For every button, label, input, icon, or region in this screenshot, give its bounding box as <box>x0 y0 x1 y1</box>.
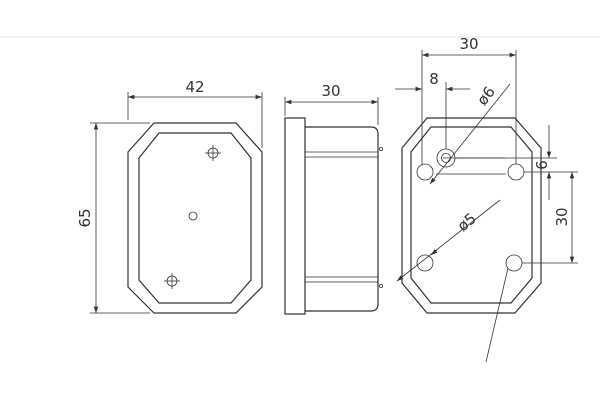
rear-inner-outline <box>410 126 533 304</box>
front-view: 42 65 <box>76 78 263 314</box>
rear-vertical-offset-label: 6 <box>533 160 551 170</box>
rear-small-hole-label: ø5 <box>454 209 480 235</box>
side-pin-top-icon <box>378 146 383 151</box>
front-inner-outline <box>138 132 252 304</box>
front-top-screw-icon <box>205 145 221 161</box>
front-bottom-screw-icon <box>164 273 180 289</box>
rear-outer-outline <box>401 117 542 314</box>
front-height-label: 65 <box>76 208 94 227</box>
rear-view: 30 8 ø6 6 30 ø5 <box>395 35 578 363</box>
rear-hole-top-left-icon <box>416 163 434 181</box>
rear-hole-bottom-right-icon <box>505 254 523 272</box>
front-outer-outline <box>127 122 263 314</box>
rear-vertical-spacing-label: 30 <box>553 207 571 226</box>
front-center-mark-icon <box>188 211 198 221</box>
side-flange <box>284 117 306 315</box>
rear-large-hole-leader <box>429 83 511 185</box>
side-view: 30 <box>284 82 383 315</box>
rear-hole-bottom-left-icon <box>416 254 434 272</box>
side-depth-label: 30 <box>321 82 340 100</box>
rear-spacing-label: 30 <box>459 35 478 53</box>
rear-small-hole-leader-bottom <box>485 267 509 363</box>
side-body-outline <box>305 126 379 312</box>
rear-small-hole-leader-arrow <box>430 249 438 256</box>
rear-offset-label: 8 <box>429 70 439 88</box>
rear-hole-top-right-icon <box>507 163 525 181</box>
side-pin-bottom-icon <box>378 283 383 288</box>
rear-small-hole-leader <box>396 199 501 282</box>
rear-large-hole-label: ø6 <box>473 83 499 109</box>
front-width-label: 42 <box>185 78 204 96</box>
